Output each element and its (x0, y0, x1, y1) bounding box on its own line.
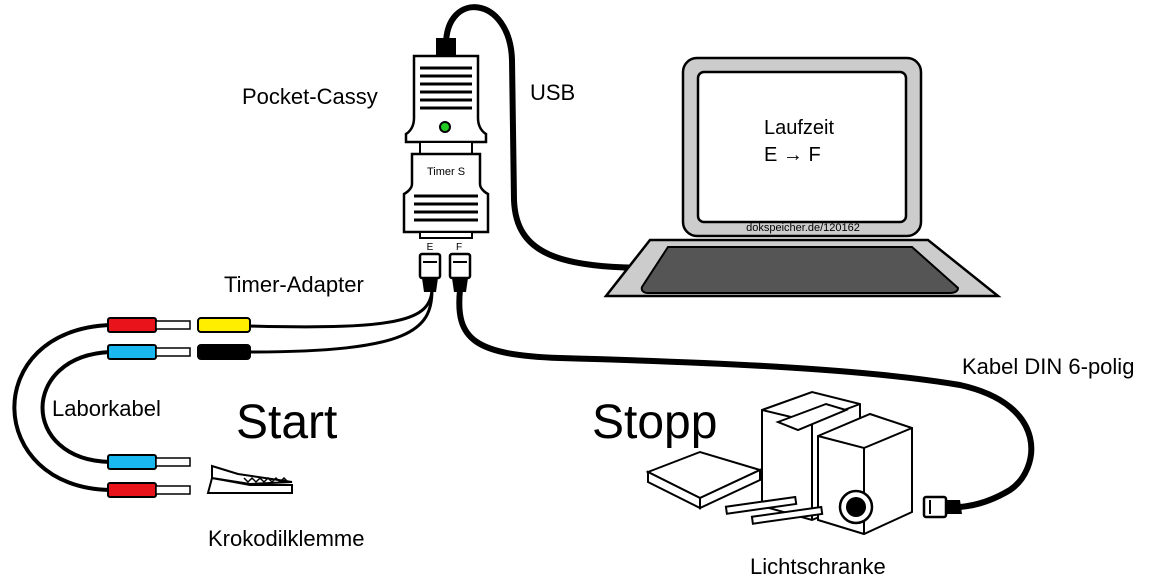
pocket-cassy-label: Pocket-Cassy (242, 84, 378, 109)
stopp-label: Stopp (592, 396, 717, 449)
timer-s-label: Timer S (427, 166, 465, 178)
port-f-label: F (456, 242, 462, 253)
yellow-plug (197, 317, 251, 333)
lichtschranke-label: Lichtschranke (750, 554, 886, 577)
din-cable (456, 287, 1035, 510)
din-plug (922, 495, 962, 519)
kabel-din-label: Kabel DIN 6-polig (962, 354, 1134, 379)
port-f-connector (448, 252, 472, 292)
red-plug-bottom (107, 482, 191, 498)
timer-adapter-label: Timer-Adapter (224, 272, 364, 297)
pocket-cassy (404, 38, 488, 155)
laptop (603, 56, 1002, 298)
laptop-keyboard (640, 246, 960, 294)
crocodile-clip (206, 464, 293, 494)
krokodilklemme-label: Krokodilklemme (208, 526, 365, 551)
blue-plug-top (107, 344, 191, 360)
laborkabel-outer (12, 323, 111, 492)
timer-s-module (402, 152, 490, 239)
black-plug (197, 344, 251, 360)
port-e-label: E (427, 242, 434, 253)
laborkabel-label: Laborkabel (52, 396, 161, 421)
screen-line-1: Laufzeit (764, 117, 834, 139)
lichtschranke (645, 390, 913, 536)
status-led (439, 121, 451, 133)
port-e-connector (418, 252, 442, 292)
red-plug-top (107, 317, 191, 333)
timer-adapter-wire-yellow (249, 289, 434, 329)
start-label: Start (236, 396, 337, 449)
usb-label: USB (530, 80, 575, 105)
laborkabel-inner (40, 350, 111, 464)
screen-line-2: E → F (764, 144, 821, 166)
timer-adapter-wire-black (249, 289, 434, 354)
watermark: dokspeicher.de/120162 (746, 222, 860, 234)
blue-plug-bottom (107, 454, 191, 470)
laptop-screen (696, 70, 908, 224)
usb-cable (443, 4, 658, 271)
